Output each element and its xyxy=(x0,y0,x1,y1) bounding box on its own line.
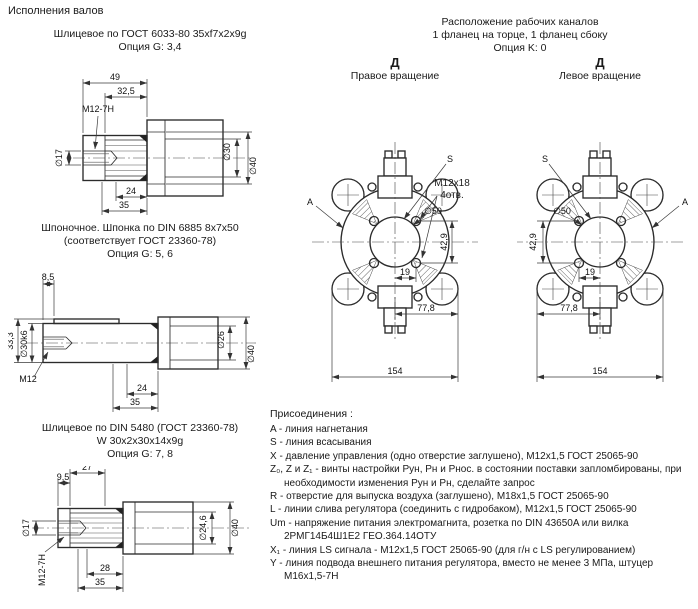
shaft2-header: Шпоночное. Шпонка по DIN 6885 8x7x50 (со… xyxy=(5,222,275,261)
dim-49: 49 xyxy=(110,72,120,82)
dim-d26: ∅26 xyxy=(216,331,226,349)
dim-d50: ∅50 xyxy=(424,206,442,216)
dim-d40: ∅40 xyxy=(248,157,258,175)
channels-title: Расположение рабочих каналов xyxy=(441,16,599,28)
shaft2-option: Опция G: 5, 6 xyxy=(107,248,173,260)
dim-77-8: 77,8 xyxy=(560,303,578,313)
legend-title: Присоединения : xyxy=(270,408,353,420)
page-title: Исполнения валов xyxy=(8,5,104,17)
dim-154: 154 xyxy=(592,366,607,376)
dim-32-5: 32,5 xyxy=(117,86,135,96)
dim-19: 19 xyxy=(400,267,410,277)
dim-35: 35 xyxy=(95,577,105,587)
dim-d40: ∅40 xyxy=(246,345,256,363)
shaft3-subtitle: W 30x2x30x14x9g xyxy=(96,435,184,447)
channels-header: Расположение рабочих каналов 1 фланец на… xyxy=(355,16,685,55)
dim-m12: M12 xyxy=(19,374,37,384)
dim-42-9: 42,9 xyxy=(528,233,538,251)
bolt-holes-callout: М12x18 4отв. xyxy=(424,178,480,202)
view-header-left-rotation: Д Левое вращение xyxy=(505,55,695,83)
shaft-drawing-keyed: 8,5 33,3 ∅30k6 M12 24 35 ∅26 ∅40 xyxy=(8,272,256,412)
shaft2-dimensions: 8,5 33,3 ∅30k6 M12 24 35 ∅26 ∅40 xyxy=(8,272,256,412)
port-label-s: S xyxy=(447,154,453,164)
dim-154: 154 xyxy=(387,366,402,376)
channels-option: Опция K: 0 xyxy=(493,42,547,54)
bolt-holes-count: 4отв. xyxy=(440,190,464,201)
dim-35: 35 xyxy=(119,200,129,210)
dim-d17: ∅17 xyxy=(21,519,31,537)
dim-28: 28 xyxy=(100,563,110,573)
shaft1-dimensions: 49 32,5 M12-7H ∅17 24 35 ∅30 ∅40 xyxy=(54,72,258,215)
shaft-drawing-splined-din: 27 9,5 ∅17 M12-7H 28 35 ∅24,6 ∅40 xyxy=(21,466,250,592)
port-label-s: S xyxy=(542,154,548,164)
shaft3-geometry xyxy=(57,501,194,555)
shaft2-subtitle: (соответствует ГОСТ 23360-78) xyxy=(63,235,217,247)
dim-9-5: 9,5 xyxy=(57,472,70,482)
dim-77-8: 77,8 xyxy=(417,303,435,313)
shaft2-title: Шпоночное. Шпонка по DIN 6885 8x7x50 xyxy=(41,222,239,234)
legend-item: A - линия нагнетания xyxy=(270,424,368,435)
dim-d50: ∅50 xyxy=(553,206,571,216)
dim-d40: ∅40 xyxy=(230,519,240,537)
dim-m12-7h: M12-7H xyxy=(37,554,47,586)
dim-24: 24 xyxy=(126,186,136,196)
dim-33-3: 33,3 xyxy=(8,332,15,350)
dim-42-9: 42,9 xyxy=(439,233,449,251)
shaft2-geometry xyxy=(42,316,219,370)
flange-drawing-left-rotation: S A ∅50 42,9 19 77,8 154 xyxy=(505,92,688,402)
legend: Присоединения : A - линия нагнетания S -… xyxy=(270,408,696,584)
view-letter: Д xyxy=(595,55,605,70)
legend-item: Z₀, Z и Z₁ - винты настройки Рун, Рн и Р… xyxy=(270,464,682,489)
legend-item: Um - напряжение питания электромагнита, … xyxy=(270,517,629,543)
dim-d17: ∅17 xyxy=(54,149,64,167)
shaft-drawing-splined-gost: 49 32,5 M12-7H ∅17 24 35 ∅30 ∅40 xyxy=(54,72,258,215)
rotation-label-left: Левое вращение xyxy=(559,70,641,82)
channels-subtitle: 1 фланец на торце, 1 фланец сбоку xyxy=(432,29,608,41)
legend-item: R - отверстие для выпуска воздуха (заглу… xyxy=(270,491,609,503)
flange-drawing-right-rotation: S A ∅50 42,9 19 77,8 154 xyxy=(307,92,490,402)
legend-item: Y - линия подвода внешнего питания регул… xyxy=(270,558,654,583)
dim-d24-6: ∅24,6 xyxy=(198,515,208,540)
view-letter: Д xyxy=(390,55,400,70)
legend-item: X₁ - линия LS сигнала - М12х1,5 ГОСТ 250… xyxy=(270,544,636,556)
dim-m12-7h: M12-7H xyxy=(82,104,114,114)
shaft3-dimensions: 27 9,5 ∅17 M12-7H 28 35 ∅24,6 ∅40 xyxy=(21,466,240,592)
dim-d30: ∅30 xyxy=(222,143,232,161)
legend-item: S - линия всасывания xyxy=(270,437,372,449)
dim-d30k6: ∅30k6 xyxy=(19,330,29,357)
dim-27: 27 xyxy=(82,466,92,472)
dim-24: 24 xyxy=(137,383,147,393)
shaft3-option: Опция G: 7, 8 xyxy=(107,448,173,460)
port-label-a: A xyxy=(682,197,688,207)
dim-19: 19 xyxy=(585,267,595,277)
legend-item: X - давление управления (одно отверстие … xyxy=(270,450,639,462)
rotation-label-right: Правое вращение xyxy=(350,70,440,82)
bolt-holes-size: М12x18 xyxy=(434,178,470,189)
shaft1-geometry xyxy=(82,119,224,197)
shaft1-title: Шлицевое по ГОСТ 6033-80 35xf7x2x9g xyxy=(53,28,247,40)
shaft3-header: Шлицевое по DIN 5480 (ГОСТ 23360-78) W 3… xyxy=(5,422,275,461)
dim-35: 35 xyxy=(130,397,140,407)
dim-8-5: 8,5 xyxy=(42,272,55,282)
shaft1-option: Опция G: 3,4 xyxy=(118,41,182,53)
port-label-a: A xyxy=(307,197,313,207)
view-header-right-rotation: Д Правое вращение xyxy=(300,55,490,83)
shaft1-header: Шлицевое по ГОСТ 6033-80 35xf7x2x9g Опци… xyxy=(15,28,285,54)
legend-item: L - линии слива регулятора (соединить с … xyxy=(270,504,637,516)
shaft3-title: Шлицевое по DIN 5480 (ГОСТ 23360-78) xyxy=(41,422,239,434)
